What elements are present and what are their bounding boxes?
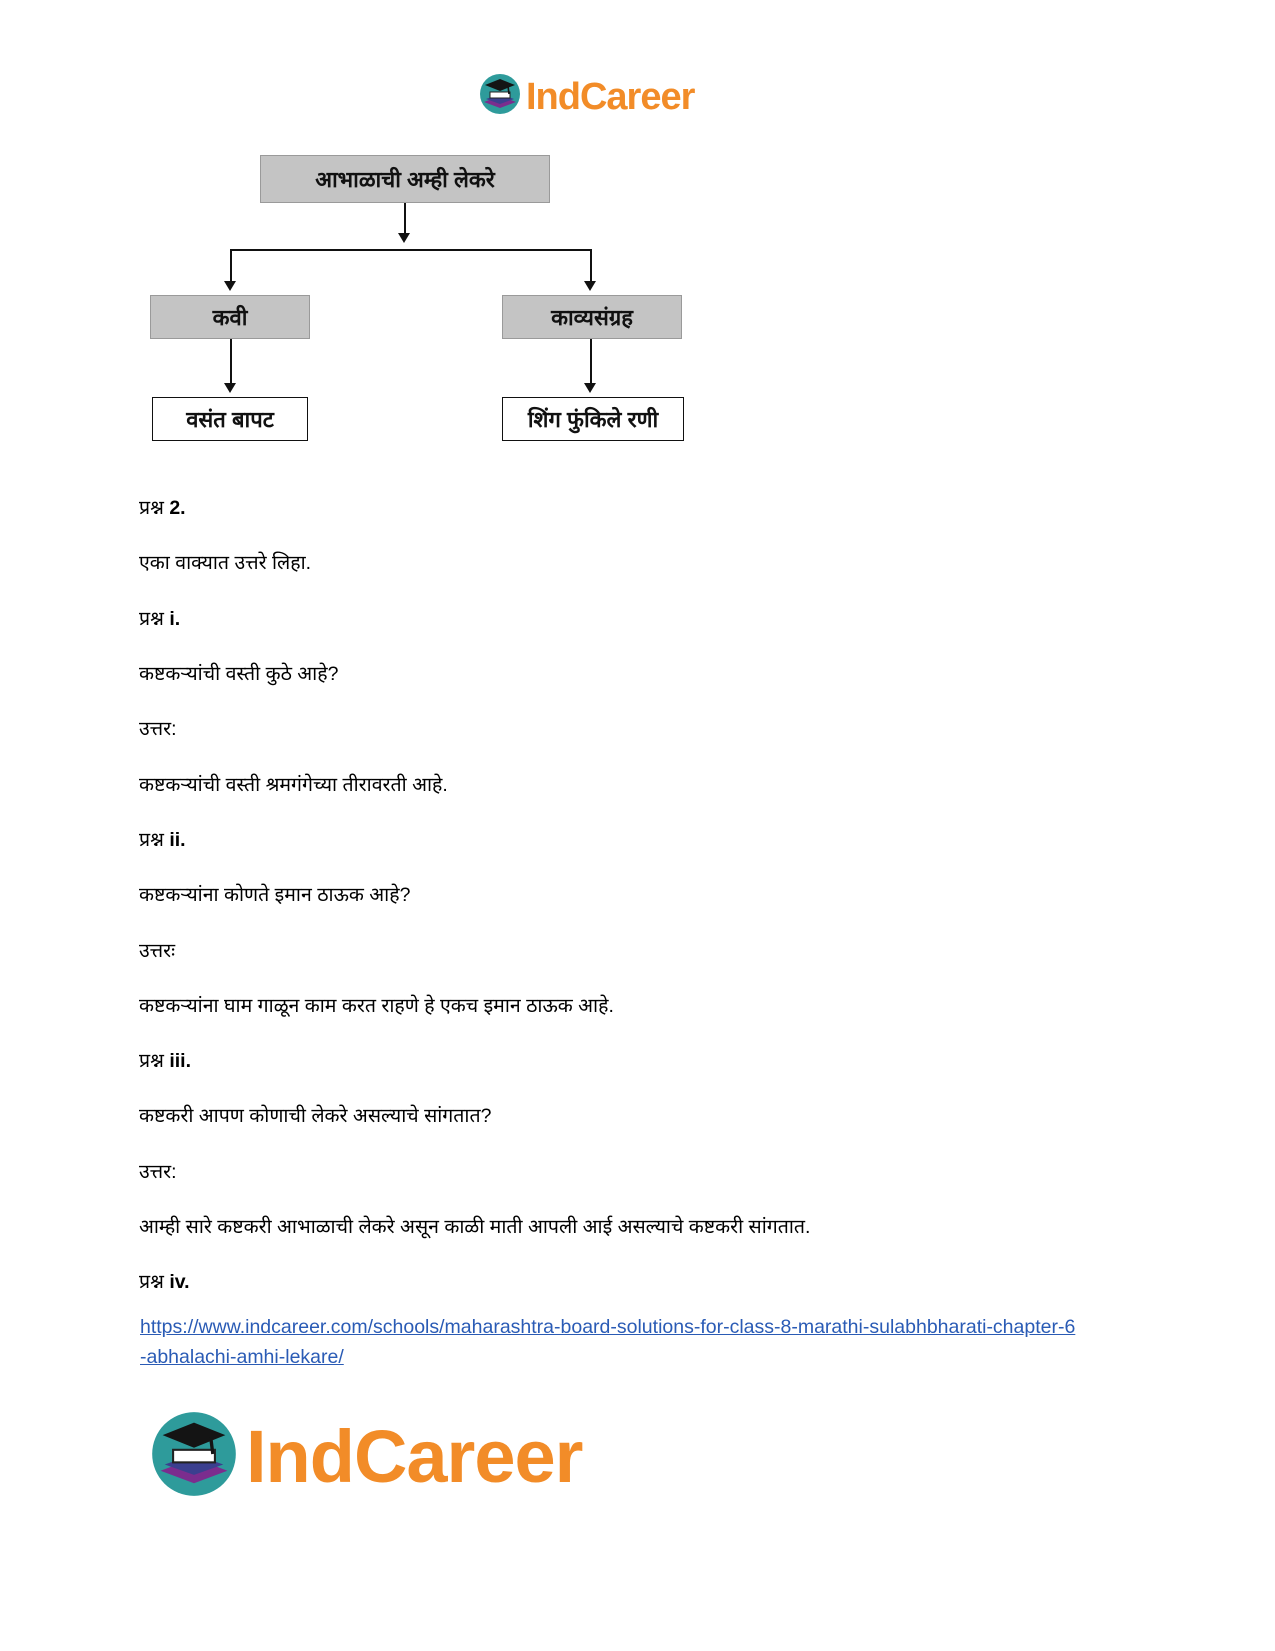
arrow-right-leaf bbox=[584, 383, 596, 393]
line-text: कष्टकऱ्यांना घाम गाळून काम करत राहणे हे … bbox=[139, 994, 614, 1017]
content-line: कष्टकऱ्यांची वस्ती श्रमगंगेच्या तीरावरती… bbox=[139, 772, 1139, 798]
line-text: आम्ही सारे कष्टकरी आभाळाची लेकरे असून का… bbox=[139, 1216, 811, 1239]
connector-left-drop bbox=[230, 249, 232, 283]
line-text: उत्तर: bbox=[139, 718, 177, 741]
line-roman: i. bbox=[169, 607, 181, 630]
connector-left-leaf bbox=[230, 339, 232, 385]
line-text: कष्टकऱ्यांची वस्ती कुठे आहे? bbox=[139, 662, 339, 685]
arrow-right-drop bbox=[584, 281, 596, 291]
diagram-branch-node-0: कवी bbox=[150, 295, 310, 339]
line-roman: iii. bbox=[169, 1050, 191, 1073]
flow-diagram: आभाळाची अम्ही लेकरे कवी काव्यसंग्रह वसंत… bbox=[150, 155, 710, 455]
line-text: कष्टकऱ्यांना कोणते इमान ठाऊक आहे? bbox=[139, 884, 411, 907]
footer-logo: IndCareer bbox=[148, 1408, 583, 1505]
connector-right-leaf bbox=[590, 339, 592, 385]
brand-wordmark: IndCareer bbox=[246, 1414, 583, 1498]
connector-root-stem bbox=[404, 203, 406, 235]
content-line: प्रश्न 2. bbox=[139, 495, 1139, 521]
diagram-leaf-node-0: वसंत बापट bbox=[152, 397, 308, 441]
diagram-branch-node-1: काव्यसंग्रह bbox=[502, 295, 682, 339]
arrow-left-drop bbox=[224, 281, 236, 291]
question-answer-body: प्रश्न 2. एका वाक्यात उत्तरे लिहा. प्रश्… bbox=[139, 495, 1139, 1325]
content-line: उत्तर: bbox=[139, 1159, 1139, 1185]
content-line: कष्टकऱ्यांना घाम गाळून काम करत राहणे हे … bbox=[139, 993, 1139, 1019]
content-line: एका वाक्यात उत्तरे लिहा. bbox=[139, 550, 1139, 576]
diagram-root-node: आभाळाची अम्ही लेकरे bbox=[260, 155, 550, 203]
content-line: प्रश्न ii. bbox=[139, 827, 1139, 853]
line-text: उत्तर: bbox=[139, 1160, 177, 1183]
line-text: एका वाक्यात उत्तरे लिहा. bbox=[139, 552, 312, 575]
content-line: कष्टकऱ्यांची वस्ती कुठे आहे? bbox=[139, 661, 1139, 687]
source-url-link[interactable]: https://www.indcareer.com/schools/mahara… bbox=[140, 1316, 1076, 1369]
content-line: उत्तर: bbox=[139, 716, 1139, 742]
content-line: प्रश्न iv. bbox=[139, 1269, 1139, 1295]
header-logo: IndCareer bbox=[478, 72, 695, 121]
graduation-cap-books-icon bbox=[478, 72, 522, 121]
line-prefix: प्रश्न bbox=[139, 1050, 170, 1073]
connector-right-drop bbox=[590, 249, 592, 283]
content-line: कष्टकरी आपण कोणाची लेकरे असल्याचे सांगता… bbox=[139, 1103, 1139, 1129]
line-roman: iv. bbox=[169, 1271, 190, 1294]
content-line: प्रश्न i. bbox=[139, 606, 1139, 632]
content-line: प्रश्न iii. bbox=[139, 1048, 1139, 1074]
line-text: कष्टकऱ्यांची वस्ती श्रमगंगेच्या तीरावरती… bbox=[139, 773, 448, 796]
arrow-root-stem bbox=[398, 233, 410, 243]
line-roman: 2. bbox=[169, 497, 186, 519]
line-prefix: प्रश्न bbox=[139, 828, 170, 851]
arrow-left-leaf bbox=[224, 383, 236, 393]
line-prefix: प्रश्न bbox=[139, 607, 170, 630]
diagram-leaf-node-1: शिंग फुंकिले रणी bbox=[502, 397, 684, 441]
graduation-cap-books-icon bbox=[148, 1408, 240, 1505]
line-roman: ii. bbox=[169, 828, 186, 851]
line-text: उत्तरः bbox=[139, 939, 176, 962]
line-prefix: प्रश्न bbox=[139, 497, 170, 519]
line-text: कष्टकरी आपण कोणाची लेकरे असल्याचे सांगता… bbox=[139, 1105, 492, 1128]
content-line: कष्टकऱ्यांना कोणते इमान ठाऊक आहे? bbox=[139, 882, 1139, 908]
brand-wordmark: IndCareer bbox=[526, 75, 695, 118]
line-prefix: प्रश्न bbox=[139, 1271, 170, 1294]
connector-split-bar bbox=[230, 249, 592, 251]
content-line: उत्तरः bbox=[139, 938, 1139, 964]
content-line: आम्ही सारे कष्टकरी आभाळाची लेकरे असून का… bbox=[139, 1214, 1139, 1240]
